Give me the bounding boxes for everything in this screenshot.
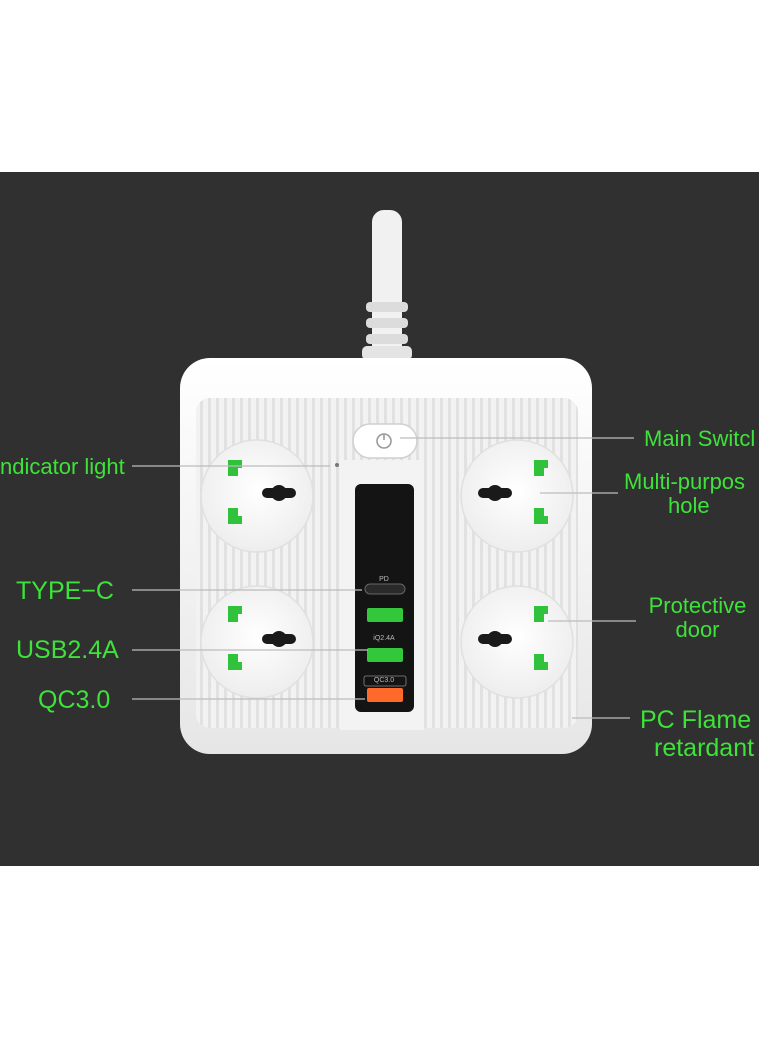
leader-lines	[132, 437, 636, 719]
label-qc: QC3.0	[38, 686, 111, 714]
power-strip-illustration: PD iQ2.4A QC3.0	[132, 210, 636, 754]
svg-text:PD: PD	[379, 576, 389, 583]
label-main-switch: Main Switcl	[644, 426, 756, 451]
socket-top-left[interactable]	[200, 439, 314, 553]
qc-port[interactable]	[367, 688, 403, 702]
product-panel: PD iQ2.4A QC3.0	[0, 172, 759, 866]
qc-port-label: QC3.0	[374, 677, 394, 684]
power-cable	[362, 210, 412, 360]
label-pc-line2: retardant	[654, 734, 755, 762]
label-multi-purpose-line2: hole	[668, 493, 710, 518]
label-usb: USB2.4A	[16, 636, 119, 664]
label-protective-line2: door	[675, 617, 720, 642]
label-multi-purpose: Multi-purpos hole	[624, 470, 759, 518]
usb-port-1[interactable]	[367, 608, 403, 622]
label-protective-line1: Protective	[648, 593, 747, 618]
type-c-port[interactable]: PD	[364, 576, 406, 595]
label-pc-flame: PC Flame retardant	[640, 706, 759, 762]
main-switch-button[interactable]	[352, 423, 418, 459]
socket-bottom-left[interactable]	[200, 585, 314, 699]
label-multi-purpose-line1: Multi-purpos	[624, 469, 746, 494]
label-pc-line1: PC Flame	[640, 706, 752, 734]
indicator-light-dot	[335, 463, 339, 467]
label-protective-door: Protective door	[640, 594, 755, 642]
socket-bottom-right[interactable]	[460, 585, 574, 699]
socket-top-right[interactable]	[460, 439, 574, 553]
usb-port-2[interactable]	[367, 648, 403, 662]
label-type-c: TYPE−C	[16, 577, 114, 605]
iq-port-label: iQ2.4A	[373, 635, 395, 642]
label-indicator-light: ndicator light	[0, 454, 125, 479]
